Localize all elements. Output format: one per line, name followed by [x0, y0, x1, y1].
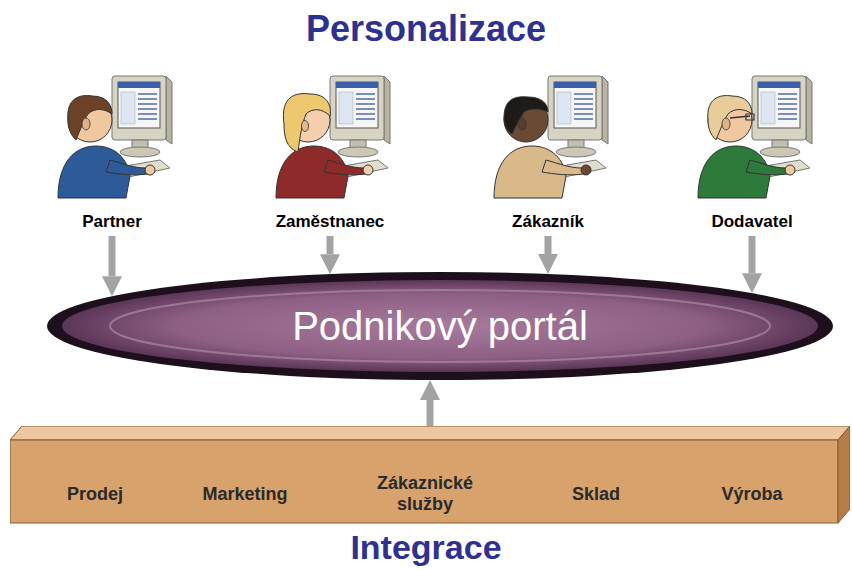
arrow-connector — [109, 236, 116, 276]
band-top — [10, 426, 850, 440]
arrow-connector — [327, 236, 334, 254]
person-node: Dodavatel — [682, 68, 822, 232]
role-label: Zaměstnanec — [276, 212, 385, 232]
department-label: Sklad — [572, 484, 620, 505]
person-icon — [698, 76, 812, 198]
band-side — [838, 426, 850, 523]
title: Personalizace — [0, 6, 852, 52]
department-band: Prodej Marketing Zákaznické služby Sklad Výr… — [10, 426, 850, 524]
ellipse-rim — [47, 272, 833, 380]
portal-ellipse: Podnikový portál — [45, 270, 835, 382]
person-node: Zákazník — [478, 68, 618, 232]
portal-label: Podnikový portál — [292, 303, 588, 349]
ellipse-ring — [110, 290, 770, 362]
role-label: Zákazník — [512, 212, 584, 232]
ellipse-face — [62, 280, 818, 372]
person-node: Partner — [42, 68, 182, 232]
person-icon — [58, 76, 172, 198]
arrow-connector — [545, 236, 552, 254]
band-front — [10, 440, 838, 523]
person-icon — [276, 76, 390, 198]
person-node: Zaměstnanec — [260, 68, 400, 232]
caption: Integrace — [0, 527, 852, 567]
arrow-connector — [427, 400, 434, 426]
department-label: Prodej — [67, 484, 123, 505]
person-icon — [494, 76, 608, 198]
role-label: Partner — [82, 212, 142, 232]
department-label: Marketing — [202, 484, 287, 505]
role-label: Dodavatel — [711, 212, 792, 232]
department-label: Zákaznické služby — [369, 473, 481, 515]
department-label: Výroba — [721, 484, 782, 505]
arrow-connector — [749, 236, 756, 273]
